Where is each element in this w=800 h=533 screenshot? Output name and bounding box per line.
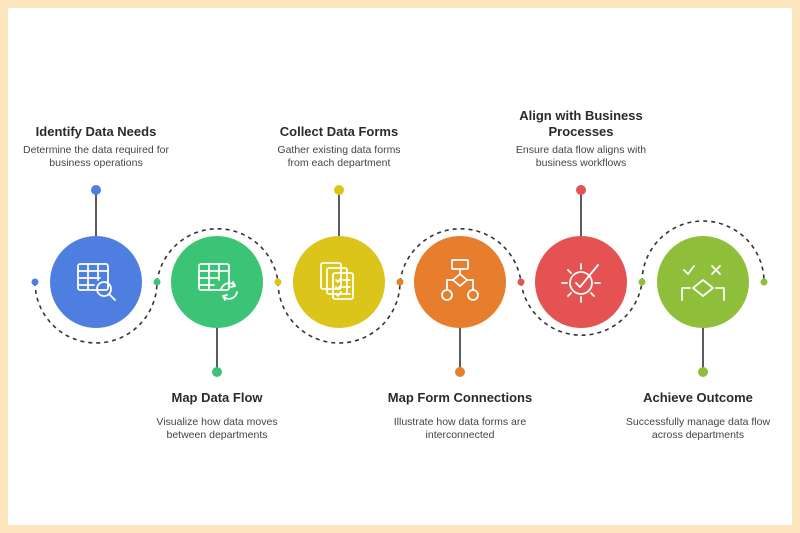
stem-dot-5	[576, 185, 586, 195]
step-1-desc-line-2: business operations	[49, 157, 143, 169]
stem-dot-2	[212, 367, 222, 377]
step-circle-4	[414, 236, 506, 328]
step-3-desc-line-1: Gather existing data forms	[277, 144, 401, 156]
step-6-desc-line-1: Successfully manage data flow	[625, 416, 771, 428]
junction-dot-3	[396, 278, 404, 286]
step-4-title: Map Form Connections	[387, 390, 533, 405]
connector-arc-5	[520, 281, 643, 337]
step-2-title: Map Data Flow	[171, 390, 263, 405]
connector-arc-3	[277, 281, 401, 344]
step-3-description: Gather existing data forms from each dep…	[249, 144, 429, 170]
junction-dot-1	[153, 278, 161, 286]
step-6-desc-line-2: across departments	[651, 429, 745, 441]
table-sync-icon	[198, 263, 238, 301]
step-5-desc-line-2: business workflows	[535, 157, 627, 169]
step-6-title: Achieve Outcome	[643, 390, 753, 405]
step-circle-2	[171, 236, 263, 328]
connector-arc-4	[399, 227, 522, 283]
step-4-desc-line-2: interconnected	[425, 429, 495, 441]
step-2-description: Visualize how data moves between departm…	[127, 416, 307, 442]
step-6-label: Achieve Outcome Successfully manage data…	[603, 390, 793, 442]
table-search-icon	[77, 263, 116, 301]
flowchart-icon	[441, 259, 479, 301]
step-3-title: Collect Data Forms	[279, 124, 399, 139]
stem-dot-3	[334, 185, 344, 195]
junction-dot-2	[274, 278, 282, 286]
step-1-desc-line-1: Determine the data required for	[23, 144, 169, 156]
step-5-title: Align with Business Processes	[491, 108, 671, 140]
connector-arc-2	[156, 227, 279, 283]
step-1-title: Identify Data Needs	[35, 124, 157, 139]
gear-check-icon	[561, 263, 601, 303]
junction-dot-5	[638, 278, 646, 286]
junction-dot-0	[31, 278, 39, 286]
step-5-title-line-2: Processes	[548, 124, 614, 139]
step-5-desc-line-1: Ensure data flow aligns with	[515, 144, 647, 156]
step-4-description: Illustrate how data forms are interconne…	[360, 416, 560, 442]
stem-dot-4	[455, 367, 465, 377]
check-cross-diamond-icon	[681, 265, 725, 301]
junction-dot-6	[760, 278, 768, 286]
connector-arc-6	[641, 220, 765, 283]
junction-dot-4	[517, 278, 525, 286]
step-5-title-line-1: Align with Business	[519, 108, 643, 123]
stem-dot-6	[698, 367, 708, 377]
step-1-description: Determine the data required for business…	[6, 144, 186, 170]
step-5-description: Ensure data flow aligns with business wo…	[491, 144, 671, 170]
step-5-label: Align with Business Processes Ensure dat…	[491, 108, 671, 170]
connector-arc-1	[34, 281, 158, 344]
step-2-desc-line-2: between departments	[166, 429, 268, 441]
step-circle-1	[50, 236, 142, 328]
step-circle-6	[657, 236, 749, 328]
step-4-label: Map Form Connections Illustrate how data…	[360, 390, 560, 442]
step-6-description: Successfully manage data flow across dep…	[603, 416, 793, 442]
step-circle-5	[535, 236, 627, 328]
step-3-label: Collect Data Forms Gather existing data …	[249, 124, 429, 170]
step-3-desc-line-2: from each department	[287, 157, 391, 169]
step-4-desc-line-1: Illustrate how data forms are	[393, 416, 527, 428]
stacked-forms-icon	[320, 262, 354, 300]
step-2-label: Map Data Flow Visualize how data moves b…	[127, 390, 307, 442]
step-2-desc-line-1: Visualize how data moves	[156, 416, 278, 428]
step-1-label: Identify Data Needs Determine the data r…	[6, 124, 186, 170]
stem-dot-1	[91, 185, 101, 195]
